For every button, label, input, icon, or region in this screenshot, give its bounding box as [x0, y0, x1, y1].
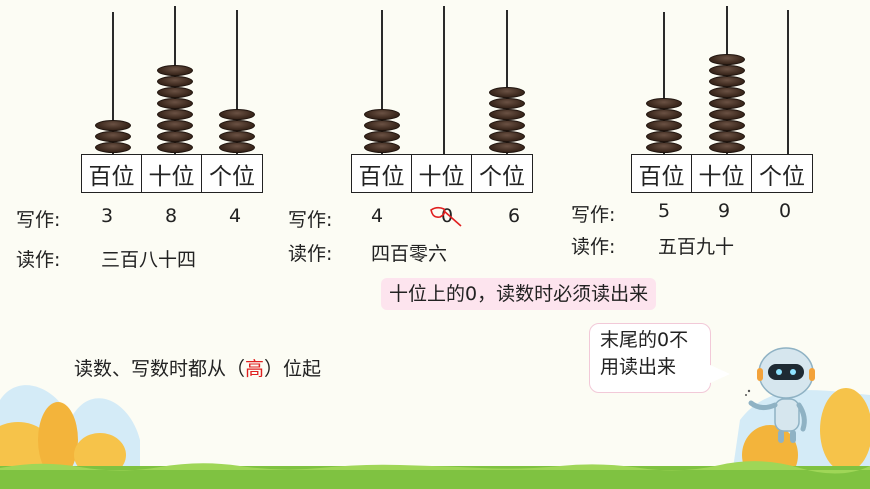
- bead: [646, 131, 682, 142]
- bead: [489, 142, 525, 153]
- bead: [364, 109, 400, 120]
- write-label: 写作:: [16, 209, 61, 231]
- bead: [157, 109, 193, 120]
- bead: [219, 109, 255, 120]
- reading-text: 五百九十: [658, 236, 735, 258]
- place-label-hundreds: 百位: [82, 155, 142, 192]
- digit-ones: 6: [508, 205, 521, 227]
- digit-ones: 0: [779, 200, 792, 222]
- read-label: 读作:: [16, 249, 61, 271]
- bead: [157, 131, 193, 142]
- bead: [709, 131, 745, 142]
- zero-rule-note: 十位上的0，读数时必须读出来: [381, 278, 657, 310]
- bead: [709, 109, 745, 120]
- bead: [157, 142, 193, 153]
- bead: [489, 109, 525, 120]
- digit-hundreds: 4: [371, 205, 384, 227]
- place-label-tens: 十位: [412, 155, 472, 192]
- bead: [709, 120, 745, 131]
- read-label: 读作:: [288, 243, 333, 265]
- write-label: 写作:: [288, 209, 333, 231]
- bead: [489, 98, 525, 109]
- place-label-tens: 十位: [692, 155, 752, 192]
- bead: [219, 131, 255, 142]
- bead: [95, 142, 131, 153]
- robot-mascot-icon: [745, 347, 815, 443]
- bead: [489, 120, 525, 131]
- bead: [219, 142, 255, 153]
- speech-bubble: 末尾的0不 用读出来: [589, 323, 730, 393]
- digit-hundreds: 5: [658, 200, 671, 222]
- bead: [157, 76, 193, 87]
- bead: [709, 98, 745, 109]
- rod-hundreds: [112, 12, 114, 155]
- rod-tens: [443, 6, 445, 155]
- bead: [646, 142, 682, 153]
- bead: [646, 98, 682, 109]
- place-label-hundreds: 百位: [632, 155, 692, 192]
- rod-hundreds: [663, 12, 665, 155]
- bubble-line-2: 用读出来: [600, 356, 677, 378]
- rule-answer: 高: [245, 358, 265, 380]
- digit-tens: 8: [165, 205, 178, 227]
- place-value-labels: 百位 十位 个位: [351, 154, 533, 193]
- bead: [709, 142, 745, 153]
- bead: [95, 120, 131, 131]
- rod-ones: [236, 10, 238, 155]
- reading-text: 三百八十四: [101, 249, 197, 271]
- bead: [157, 98, 193, 109]
- place-value-labels: 百位 十位 个位: [631, 154, 813, 193]
- read-label: 读作:: [571, 236, 616, 258]
- place-label-ones: 个位: [479, 163, 525, 190]
- reading-text: 四百零六: [371, 243, 448, 265]
- bead: [709, 54, 745, 65]
- place-value-labels: 百位 十位 个位: [81, 154, 263, 193]
- bead: [489, 87, 525, 98]
- bead: [364, 120, 400, 131]
- bead: [157, 120, 193, 131]
- rule-prefix: 读数、写数时都从（: [74, 358, 246, 380]
- digit-tens: 9: [718, 200, 731, 222]
- rod-ones: [787, 10, 789, 155]
- bead: [489, 131, 525, 142]
- bead: [364, 142, 400, 153]
- place-label-hundreds: 百位: [352, 155, 412, 192]
- bead: [95, 131, 131, 142]
- bead: [157, 87, 193, 98]
- bead: [157, 65, 193, 76]
- zero-highlight-mark: [430, 206, 462, 227]
- place-label-ones: 个位: [209, 163, 255, 190]
- digit-hundreds: 3: [101, 205, 114, 227]
- place-label-ones: 个位: [759, 163, 805, 190]
- rod-ones: [506, 10, 508, 155]
- write-label: 写作:: [571, 204, 616, 226]
- bubble-line-1: 末尾的0不: [600, 329, 689, 351]
- bead: [709, 87, 745, 98]
- digit-ones: 4: [229, 205, 242, 227]
- rule-suffix: ）位起: [264, 358, 322, 380]
- bead: [219, 120, 255, 131]
- bead: [709, 65, 745, 76]
- bead: [709, 76, 745, 87]
- rod-hundreds: [381, 10, 383, 155]
- bead: [646, 120, 682, 131]
- reading-rule-sentence: 读数、写数时都从（高）位起: [74, 354, 321, 381]
- bead: [646, 109, 682, 120]
- place-label-tens: 十位: [142, 155, 202, 192]
- bead: [364, 131, 400, 142]
